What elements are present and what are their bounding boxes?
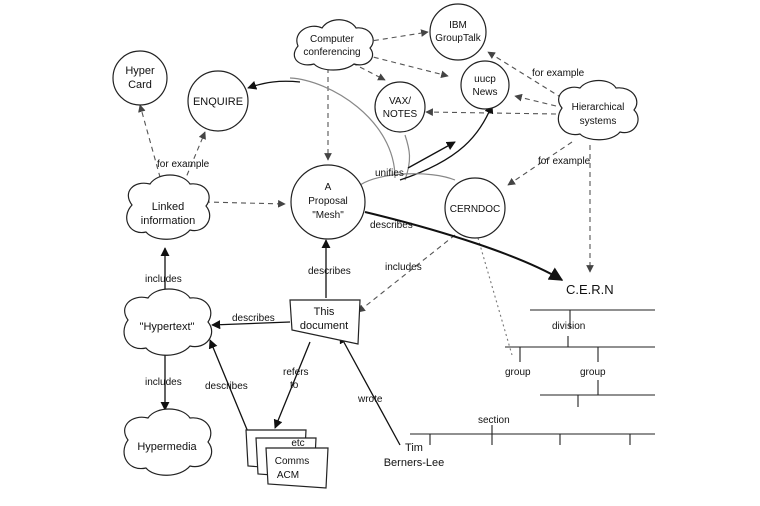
svg-text:Linked: Linked <box>152 201 184 213</box>
label-for-example-right-mid: for example <box>538 156 591 167</box>
edge-doc-stack <box>273 341 311 429</box>
org-group-2: group <box>580 367 606 378</box>
edge-unifies-vax <box>404 134 411 181</box>
svg-text:conferencing: conferencing <box>303 47 360 58</box>
svg-text:CERNDOC: CERNDOC <box>450 204 501 215</box>
label-describes-stack: describes <box>205 381 248 392</box>
edge-tim-doc <box>339 334 401 446</box>
node-linked-information: Linked information <box>126 174 211 240</box>
label-describes-mesh-cern: describes <box>370 220 413 231</box>
svg-text:Hyper: Hyper <box>125 65 155 77</box>
edge-cc-ibm <box>364 29 429 43</box>
edge-stack-hypertext <box>208 339 249 433</box>
org-root-cern: C.E.R.N <box>566 282 614 297</box>
org-tree-labels: C.E.R.N division group group section <box>478 282 614 426</box>
org-tree <box>410 309 655 445</box>
edge-unifies-enquire-2 <box>247 80 301 90</box>
edges <box>138 29 594 446</box>
svg-text:This: This <box>314 306 335 318</box>
org-section: section <box>478 415 510 426</box>
svg-text:ENQUIRE: ENQUIRE <box>193 96 243 108</box>
edge-cc-vax <box>351 62 386 81</box>
svg-text:Proposal: Proposal <box>308 196 347 207</box>
org-group-1: group <box>505 367 531 378</box>
svg-text:Hierarchical: Hierarchical <box>572 102 625 113</box>
edge-hier-cerndoc <box>507 141 573 186</box>
node-ibm-grouptalk: IBM GroupTalk <box>429 3 487 61</box>
label-includes-cerndoc: includes <box>385 262 422 273</box>
svg-text:document: document <box>300 320 348 332</box>
svg-text:uucp: uucp <box>474 74 496 85</box>
node-docs-stack: etc Comms ACM <box>245 429 329 489</box>
node-enquire: ENQUIRE <box>187 70 249 132</box>
label-to: to <box>290 380 299 391</box>
label-wrote: wrote <box>357 394 383 405</box>
svg-text:Computer: Computer <box>310 34 355 45</box>
svg-text:Card: Card <box>128 79 152 91</box>
svg-text:"Mesh": "Mesh" <box>312 210 344 221</box>
label-describes-doc-mesh: describes <box>308 266 351 277</box>
edge-labels: for example for example for example unif… <box>145 68 591 405</box>
svg-text:"Hypertext": "Hypertext" <box>140 321 195 333</box>
svg-text:GroupTalk: GroupTalk <box>435 33 482 44</box>
edge-doc-hypertext <box>211 320 291 330</box>
node-this-document: This document <box>289 299 361 345</box>
node-hierarchical-systems: Hierarchical systems <box>557 79 639 141</box>
edge-hier-uucp <box>514 93 557 107</box>
label-includes-hypermedia: includes <box>145 377 182 388</box>
edge-unifies-enquire <box>289 77 396 179</box>
node-computer-conferencing: Computer conferencing <box>293 19 374 71</box>
node-proposal-mesh: A Proposal "Mesh" <box>290 164 366 240</box>
label-unifies: unifies <box>375 168 404 179</box>
svg-text:ACM: ACM <box>277 470 299 481</box>
label-refers: refers <box>283 367 309 378</box>
svg-text:IBM: IBM <box>449 20 467 31</box>
node-tim-berners-lee: Tim Berners-Lee <box>384 442 445 469</box>
label-for-example-left: for example <box>157 159 210 170</box>
svg-text:etc: etc <box>291 438 304 449</box>
svg-text:News: News <box>472 87 497 98</box>
svg-text:VAX/: VAX/ <box>389 96 411 107</box>
label-includes-linked: includes <box>145 274 182 285</box>
edge-linked-proposal <box>204 199 286 208</box>
edge-linked-hypercard <box>138 104 166 196</box>
svg-text:A: A <box>325 182 332 193</box>
edge-hier-vax <box>425 108 557 116</box>
svg-text:Hypermedia: Hypermedia <box>137 441 197 453</box>
edge-cerndoc-doc <box>357 234 456 313</box>
edge-hier-ibm <box>487 51 563 99</box>
node-hypercard: Hyper Card <box>112 50 168 106</box>
edge-proposal-cern <box>364 211 564 281</box>
svg-text:NOTES: NOTES <box>383 109 418 120</box>
svg-text:Tim: Tim <box>405 442 423 454</box>
node-cerndoc: CERNDOC <box>444 177 506 239</box>
node-hypertext: "Hypertext" <box>123 288 213 356</box>
node-uucp-news: uucp News <box>460 60 510 110</box>
node-hypermedia: Hypermedia <box>123 408 213 476</box>
edge-cerndoc-group <box>477 237 513 356</box>
org-division: division <box>552 321 585 332</box>
svg-text:Comms: Comms <box>275 456 309 467</box>
edge-unifies-cerndoc <box>359 173 456 186</box>
svg-text:Berners-Lee: Berners-Lee <box>384 457 445 469</box>
label-for-example-right-top: for example <box>532 68 585 79</box>
node-vax-notes: VAX/ NOTES <box>374 81 426 133</box>
svg-text:information: information <box>141 215 195 227</box>
label-describes-doc-hypertext: describes <box>232 313 275 324</box>
svg-text:systems: systems <box>580 116 617 127</box>
edge-cc-uucp <box>364 54 449 79</box>
edge-unifies-hier <box>407 141 456 169</box>
